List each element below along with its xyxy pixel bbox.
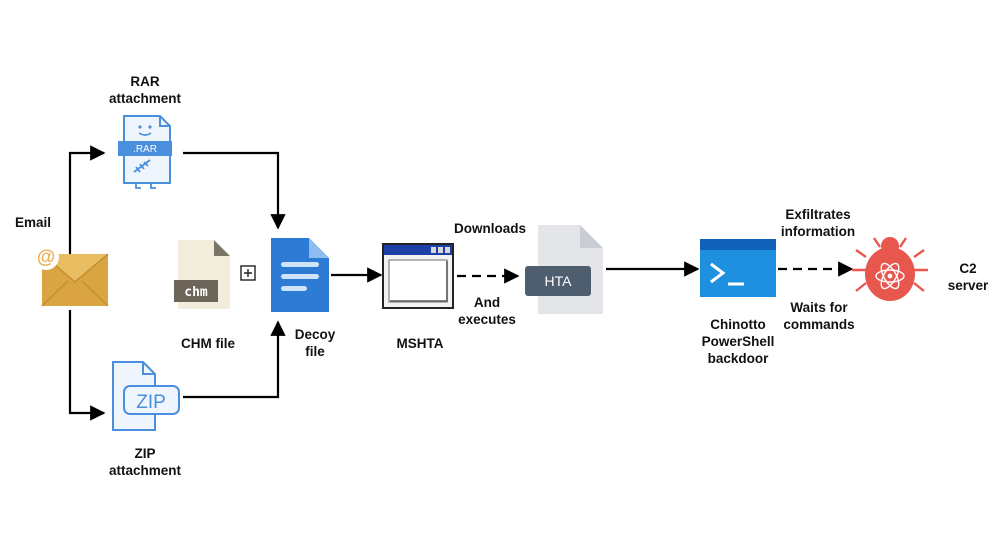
email-label: Email	[14, 215, 52, 230]
zip-badge-text: ZIP	[136, 392, 166, 413]
rar-file-icon	[118, 115, 172, 189]
svg-text:@: @	[37, 247, 56, 268]
edge-rar-to-decoy	[183, 151, 286, 230]
chm-file-label: CHM file	[181, 336, 235, 351]
document-icon	[271, 238, 329, 312]
chm-file-icon	[174, 240, 230, 309]
hta-file-icon	[525, 225, 603, 314]
hta-badge-text: HTA	[545, 273, 573, 289]
edge-email-to-rar	[68, 145, 106, 274]
rar-badge-text: .RAR	[133, 144, 157, 155]
bug-icon	[852, 237, 928, 301]
plus-box-icon	[240, 265, 256, 281]
downloads-label: Downloads	[453, 221, 526, 236]
email-envelope-icon: @	[33, 244, 109, 307]
app-window-icon	[382, 243, 454, 309]
mshta-label: MSHTA	[396, 336, 444, 351]
zip-file-icon	[112, 361, 180, 431]
edge-zip-to-decoy	[183, 320, 286, 399]
edge-email-to-zip	[68, 310, 106, 421]
edges	[68, 145, 854, 421]
chm-badge-text: chm	[184, 285, 208, 300]
terminal-icon	[700, 239, 776, 297]
